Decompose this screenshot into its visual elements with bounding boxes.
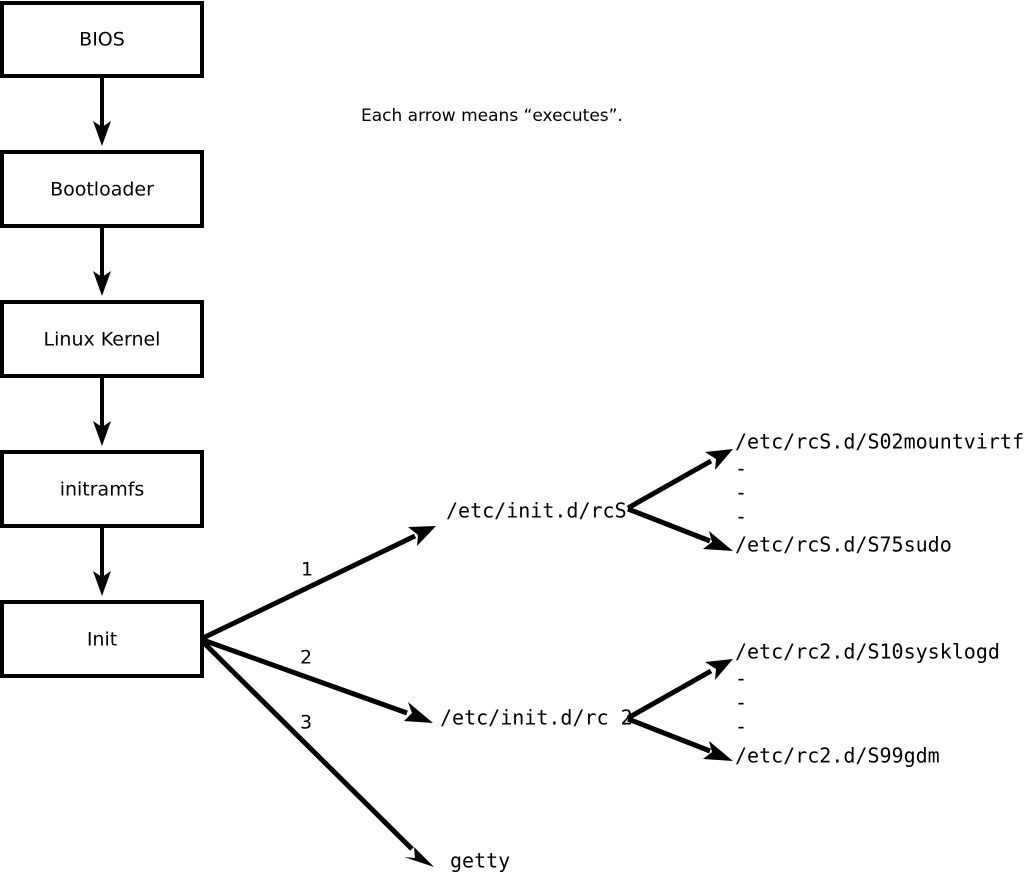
rc2-script-first: /etc/rc2.d/S10sysklogd xyxy=(735,640,1000,664)
arrow-rc2-to-first-script xyxy=(626,659,733,721)
arrow-kernel-to-initramfs xyxy=(93,376,111,446)
arrow-rcs-to-first-script xyxy=(626,449,733,511)
arrowhead-icon xyxy=(93,121,111,146)
arrow-init-to-rcs xyxy=(201,526,436,641)
arrow-initramfs-to-init xyxy=(93,526,111,596)
arrowhead-icon xyxy=(705,449,733,470)
rcs-ellipsis-dash-3: - xyxy=(735,505,747,529)
node-initramfs-label: initramfs xyxy=(60,479,145,501)
arrowhead-icon xyxy=(93,571,111,596)
note-each-arrow-means-executes: Each arrow means “executes”. xyxy=(361,106,623,126)
arrowhead-icon xyxy=(93,421,111,446)
arrow-bootloader-to-kernel xyxy=(93,226,111,296)
node-etc-initd-rc2-label: /etc/init.d/rc 2 xyxy=(440,706,633,730)
node-init-label: Init xyxy=(87,629,117,651)
arrowhead-icon xyxy=(705,659,733,680)
branch-number-2: 2 xyxy=(300,647,312,669)
rcs-script-first: /etc/rcS.d/S02mountvirtfs xyxy=(735,430,1024,454)
node-init[interactable]: Init xyxy=(0,600,204,678)
node-linux-kernel[interactable]: Linux Kernel xyxy=(0,300,204,378)
node-bootloader-rect xyxy=(0,150,204,228)
node-etc-initd-rcs-label: /etc/init.d/rcS xyxy=(446,499,627,523)
node-bios-label: BIOS xyxy=(79,29,125,51)
node-bootloader[interactable]: Bootloader xyxy=(0,150,204,228)
rc2-ellipsis-dash-1: - xyxy=(735,667,747,691)
branch-number-1: 1 xyxy=(301,559,313,581)
node-bios[interactable]: BIOS xyxy=(0,1,204,78)
node-linux-kernel-label: Linux Kernel xyxy=(44,329,161,351)
rcs-ellipsis-dash-2: - xyxy=(735,481,747,505)
branch-number-3: 3 xyxy=(300,712,312,734)
arrow-rcs-to-last-script xyxy=(627,506,733,551)
rc2-ellipsis-dash-2: - xyxy=(735,691,747,715)
node-init-rect xyxy=(0,600,204,678)
node-bios-rect xyxy=(0,1,204,78)
rcs-script-last: /etc/rcS.d/S75sudo xyxy=(735,533,952,557)
node-bootloader-label: Bootloader xyxy=(50,179,154,201)
node-getty-label: getty xyxy=(450,849,510,873)
arrowhead-icon xyxy=(404,702,433,723)
arrow-init-to-getty xyxy=(201,640,434,867)
arrowhead-icon xyxy=(408,526,436,546)
arrowhead-icon xyxy=(93,271,111,296)
arrowhead-icon xyxy=(703,531,733,551)
rc2-script-last: /etc/rc2.d/S99gdm xyxy=(735,744,940,768)
node-initramfs[interactable]: initramfs xyxy=(0,450,204,528)
rc2-ellipsis-dash-3: - xyxy=(735,715,747,739)
arrow-bios-to-bootloader xyxy=(93,76,111,146)
arrowhead-icon xyxy=(703,741,733,761)
arrow-init-to-rc2 xyxy=(202,637,433,723)
node-linux-kernel-rect xyxy=(0,300,204,378)
rcs-ellipsis-dash-1: - xyxy=(735,457,747,481)
arrowhead-icon xyxy=(404,847,434,867)
arrow-rc2-to-last-script xyxy=(627,716,733,761)
